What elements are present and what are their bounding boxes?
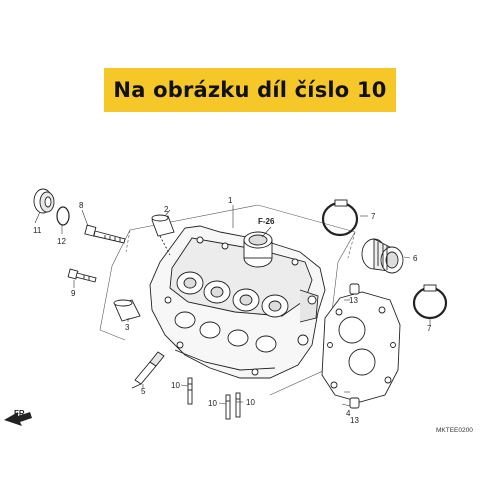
banner-text: Na obrázku díl číslo 10 [113, 78, 387, 102]
label-13-bottom: 13 [350, 416, 359, 425]
label-4: 4 [346, 409, 351, 418]
part-13-dowels [349, 283, 360, 409]
label-2: 2 [164, 205, 169, 214]
front-label: FR. [14, 409, 27, 418]
part-11-cap [33, 188, 55, 214]
reference-f26: F-26 [258, 217, 275, 226]
label-12: 12 [57, 237, 66, 246]
label-7-top: 7 [371, 212, 376, 221]
part-8-bolt [84, 224, 126, 244]
diagram-code: MKTEE0200 [436, 427, 473, 434]
cylinder-head [149, 225, 326, 379]
label-9: 9 [71, 289, 76, 298]
part-4-gasket [321, 291, 401, 403]
front-arrow-icon [4, 412, 32, 426]
label-7-bottom: 7 [427, 324, 432, 333]
label-8: 8 [79, 201, 84, 210]
label-1: 1 [228, 196, 233, 205]
part-10-studs [187, 377, 241, 420]
part-2-sleeve [151, 214, 175, 256]
label-13-top: 13 [349, 296, 358, 305]
label-3: 3 [125, 323, 130, 332]
part-12-o-ring [56, 206, 70, 226]
part-5-spark-plug [131, 351, 165, 389]
part-6-insulator [361, 238, 404, 274]
label-10-mid: 10 [208, 399, 217, 408]
label-10-left: 10 [171, 381, 180, 390]
label-10-right: 10 [246, 398, 255, 407]
leader-lines [34, 205, 431, 407]
label-5: 5 [141, 387, 146, 396]
part-3-sleeve [113, 299, 141, 322]
label-6: 6 [413, 254, 418, 263]
part-9-bolt [67, 268, 97, 283]
part-number-banner: Na obrázku díl číslo 10 [104, 68, 396, 112]
label-11: 11 [33, 226, 42, 235]
